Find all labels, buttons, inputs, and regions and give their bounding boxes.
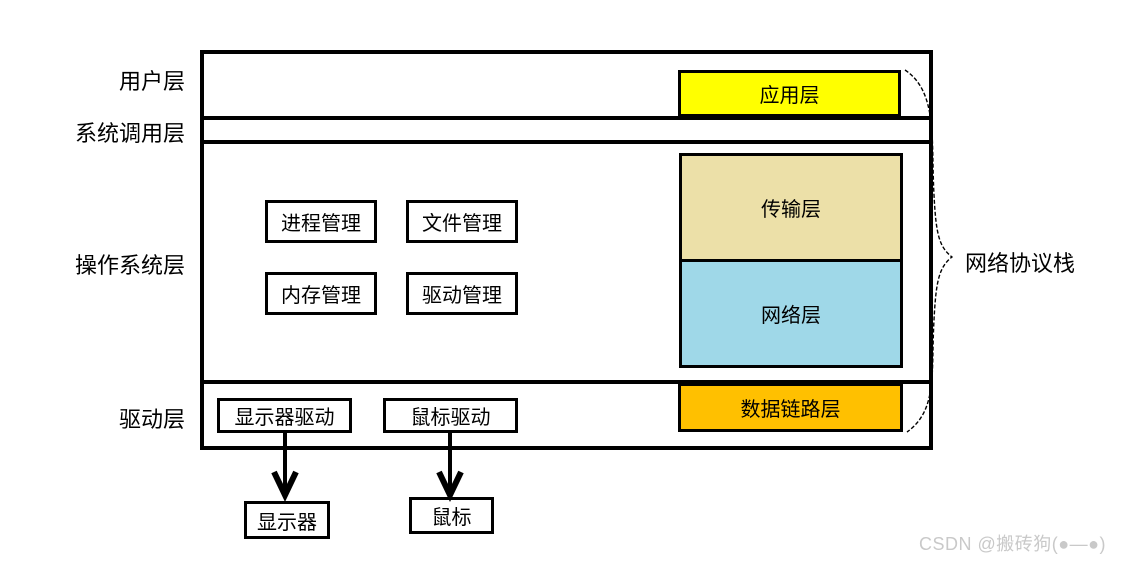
box-application-layer-label: 应用层 — [759, 85, 820, 107]
box-mouse-driver-label: 鼠标驱动 — [410, 407, 491, 429]
label-user-layer: 用户层 — [118, 69, 185, 94]
box-transport-layer: 传输层 — [682, 156, 900, 262]
box-datalink-layer-label: 数据链路层 — [740, 399, 841, 421]
divider-syscall-os — [200, 140, 933, 144]
box-driver-management-label: 驱动管理 — [422, 285, 502, 307]
label-network-protocol-stack: 网络协议栈 — [965, 251, 1076, 276]
box-memory-management: 内存管理 — [265, 272, 377, 315]
label-os-layer: 操作系统层 — [74, 253, 185, 278]
label-driver-layer: 驱动层 — [118, 407, 185, 432]
box-datalink-layer: 数据链路层 — [678, 383, 903, 432]
label-syscall-layer: 系统调用层 — [74, 121, 185, 146]
box-file-management: 文件管理 — [406, 200, 518, 243]
box-network-layer: 网络层 — [682, 262, 900, 365]
box-display-driver-label: 显示器驱动 — [234, 407, 335, 429]
box-process-management-label: 进程管理 — [281, 213, 361, 235]
box-file-management-label: 文件管理 — [422, 213, 502, 235]
box-transport-layer-label: 传输层 — [761, 199, 821, 221]
box-mouse-device-label: 鼠标 — [431, 507, 472, 529]
box-application-layer: 应用层 — [678, 70, 901, 117]
divider-user-syscall — [200, 116, 933, 120]
box-driver-management: 驱动管理 — [406, 272, 518, 315]
box-display-device: 显示器 — [244, 501, 330, 539]
box-memory-management-label: 内存管理 — [281, 285, 361, 307]
divider-os-driver — [200, 380, 933, 384]
box-display-driver: 显示器驱动 — [217, 398, 352, 433]
box-display-device-label: 显示器 — [257, 511, 317, 534]
box-mouse-device: 鼠标 — [409, 497, 494, 534]
csdn-watermark: CSDN @搬砖狗(●—●) — [919, 534, 1107, 554]
box-network-layer-label: 网络层 — [761, 305, 821, 327]
box-process-management: 进程管理 — [265, 200, 377, 243]
box-mouse-driver: 鼠标驱动 — [383, 398, 518, 433]
box-transport-network-stack: 传输层 网络层 — [679, 153, 903, 368]
